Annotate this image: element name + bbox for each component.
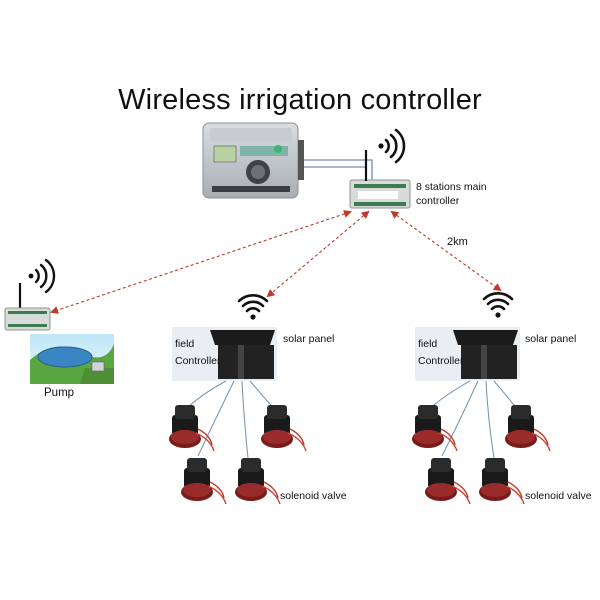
field-right-solar-label: solar panel [525,333,577,345]
main-controller-label-line2: controller [416,195,460,207]
field-right-valve-label: solenoid valve [525,490,592,502]
field-right-solar-controller-icon [415,327,520,381]
field-left-controller-label: Controller [175,355,221,367]
field-right-wifi-icon [482,292,514,318]
main-controller-label-line1: 8 stations main [416,181,487,193]
field-right-wires [427,380,519,459]
field-left-wifi-icon [237,294,269,320]
main-controller-module-icon [349,179,411,209]
wifi-signal-icon [378,128,406,164]
field-left-solar-label: solar panel [283,333,335,345]
link-main-field-right [390,210,502,292]
pump-scene-icon [30,334,114,384]
solenoid-valve-icon [180,457,227,505]
distance-label: 2km [447,236,468,248]
solenoid-valve-icon [234,457,281,505]
link-main-pump [50,210,352,314]
field-left-wires [184,380,276,459]
field-right-controller-label: Controller [418,355,464,367]
irrigation-timer-icon [202,122,304,199]
solenoid-valve-icon [168,404,215,452]
pump-wifi-signal-icon [28,258,56,294]
field-right-field-label: field [418,338,438,350]
pump-label: Pump [44,387,75,399]
main-controller-label: 8 stations main controller [416,180,487,208]
solenoid-valve-icon [504,404,551,452]
link-main-field-left [266,210,370,298]
diagram-title: Wireless irrigation controller [118,84,482,116]
solenoid-valve-icon [424,457,471,505]
field-left-valve-label: solenoid valve [280,490,347,502]
solenoid-valve-icon [478,457,525,505]
solenoid-valve-icon [260,404,307,452]
field-left-field-label: field [175,338,195,350]
solenoid-valve-icon [411,404,458,452]
field-left-solar-controller-icon [172,327,277,381]
wire-timer-main [300,159,373,180]
pump-module-icon [4,307,51,331]
